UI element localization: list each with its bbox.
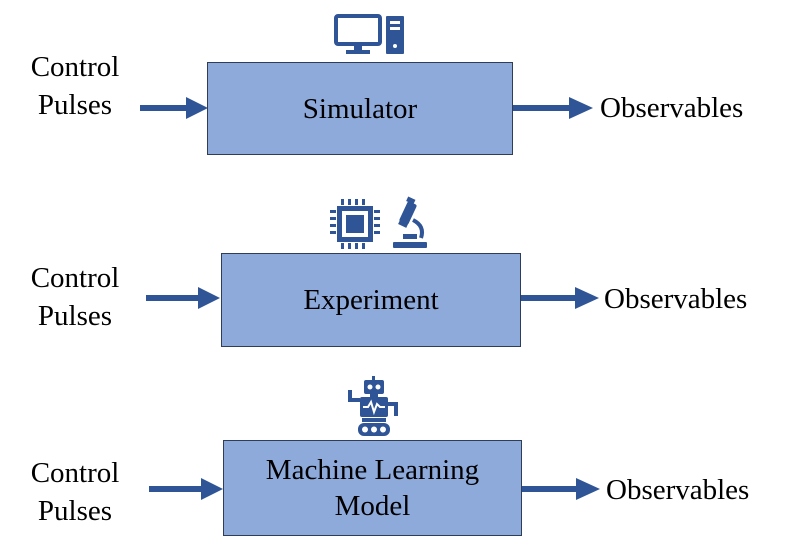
input-arrow-simulator bbox=[140, 97, 208, 119]
input-arrow-ml-model bbox=[149, 478, 223, 500]
desktop-computer-icon bbox=[334, 14, 404, 54]
output-arrow-ml-model bbox=[522, 478, 600, 500]
input-label-simulator: Control Pulses bbox=[10, 48, 140, 124]
output-label-ml-model: Observables bbox=[606, 474, 750, 506]
experiment-block: Experiment bbox=[221, 253, 521, 347]
ml-model-block: Machine Learning Model bbox=[223, 440, 522, 536]
input-label-line2: Pulses bbox=[37, 300, 113, 332]
input-label-line1: Control bbox=[30, 262, 120, 294]
simulator-block: Simulator bbox=[207, 62, 513, 155]
block-label-line2: Model bbox=[334, 490, 411, 522]
output-label-simulator: Observables bbox=[600, 92, 744, 124]
block-label-line1: Simulator bbox=[302, 92, 418, 125]
input-label-line1: Control bbox=[30, 457, 120, 489]
input-label-line1: Control bbox=[30, 51, 120, 83]
robot-icon bbox=[348, 376, 398, 436]
block-label-line1: Experiment bbox=[303, 284, 439, 316]
block-label-line1: Machine Learning bbox=[265, 454, 480, 486]
input-label-line2: Pulses bbox=[37, 495, 113, 527]
input-label-ml-model: Control Pulses bbox=[10, 454, 140, 530]
input-label-line2: Pulses bbox=[37, 89, 113, 121]
microscope-icon bbox=[393, 196, 427, 248]
output-label-experiment: Observables bbox=[604, 283, 748, 315]
chip-icon bbox=[330, 199, 380, 249]
input-label-experiment: Control Pulses bbox=[10, 259, 140, 335]
input-arrow-experiment bbox=[146, 287, 220, 309]
output-arrow-experiment bbox=[521, 287, 599, 309]
output-arrow-simulator bbox=[513, 97, 593, 119]
